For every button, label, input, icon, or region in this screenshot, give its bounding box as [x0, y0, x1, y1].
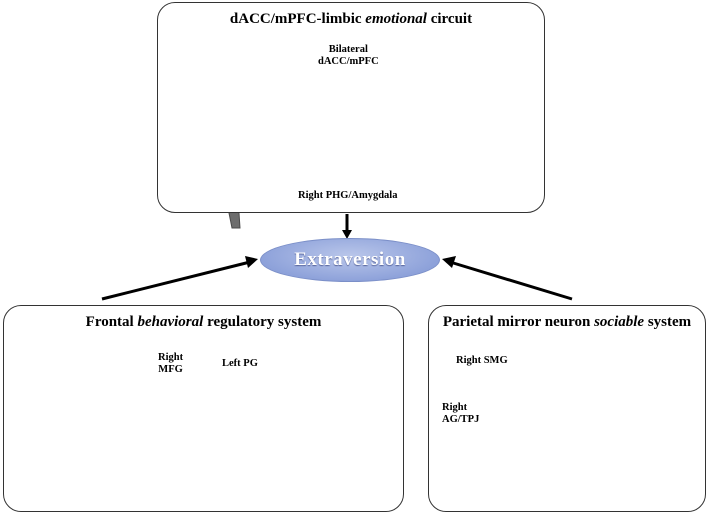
label-line: dACC/mPFC [318, 56, 379, 67]
label-line: Bilateral [328, 44, 368, 55]
label-right-ag-tpj: Right AG/TPJ [442, 402, 479, 426]
arrow-right-head [442, 256, 456, 268]
title-part: circuit [426, 11, 473, 27]
label-line: AG/TPJ [442, 414, 480, 425]
panel-title-emotional: dACC/mPFC-limbic emotional circuit [158, 11, 544, 28]
arrow-right [449, 260, 573, 301]
label-right-phg: Right PHG/Amygdala [298, 190, 397, 202]
label-line: Left PG [222, 358, 258, 369]
title-part: Parietal mirror neuron [442, 314, 595, 330]
title-emphasis: emotional [365, 11, 427, 27]
arrow-left-head [245, 256, 258, 268]
label-right-mfg: Right MFG [158, 352, 183, 376]
arrow-left [101, 260, 251, 301]
panel-emotional-circuit: dACC/mPFC-limbic emotional circuit [157, 2, 545, 213]
extraversion-node: Extraversion [260, 238, 440, 282]
label-line: Right [158, 352, 184, 363]
title-part: regulatory system [203, 314, 322, 330]
panel-title-behavioral: Frontal behavioral regulatory system [4, 314, 403, 331]
label-line: Right [442, 402, 468, 413]
title-emphasis: behavioral [137, 314, 204, 330]
extraversion-label: Extraversion [294, 249, 406, 270]
title-emphasis: sociable [594, 314, 645, 330]
panel-behavioral-system: Frontal behavioral regulatory system [3, 305, 404, 512]
label-line: Right PHG/Amygdala [298, 190, 398, 201]
label-line: MFG [158, 364, 183, 375]
panel-title-sociable: Parietal mirror neuron sociable system [429, 314, 705, 331]
title-part: Frontal [85, 314, 138, 330]
label-left-pg: Left PG [222, 358, 258, 370]
label-bilateral-dacc: Bilateral dACC/mPFC [318, 44, 379, 68]
title-part: dACC/mPFC-limbic [229, 11, 366, 27]
title-part: system [644, 314, 692, 330]
label-right-smg: Right SMG [456, 355, 508, 367]
panel-sociable-system: Parietal mirror neuron sociable system [428, 305, 706, 512]
arrow-top-head [342, 230, 352, 239]
label-line: Right SMG [456, 355, 508, 366]
